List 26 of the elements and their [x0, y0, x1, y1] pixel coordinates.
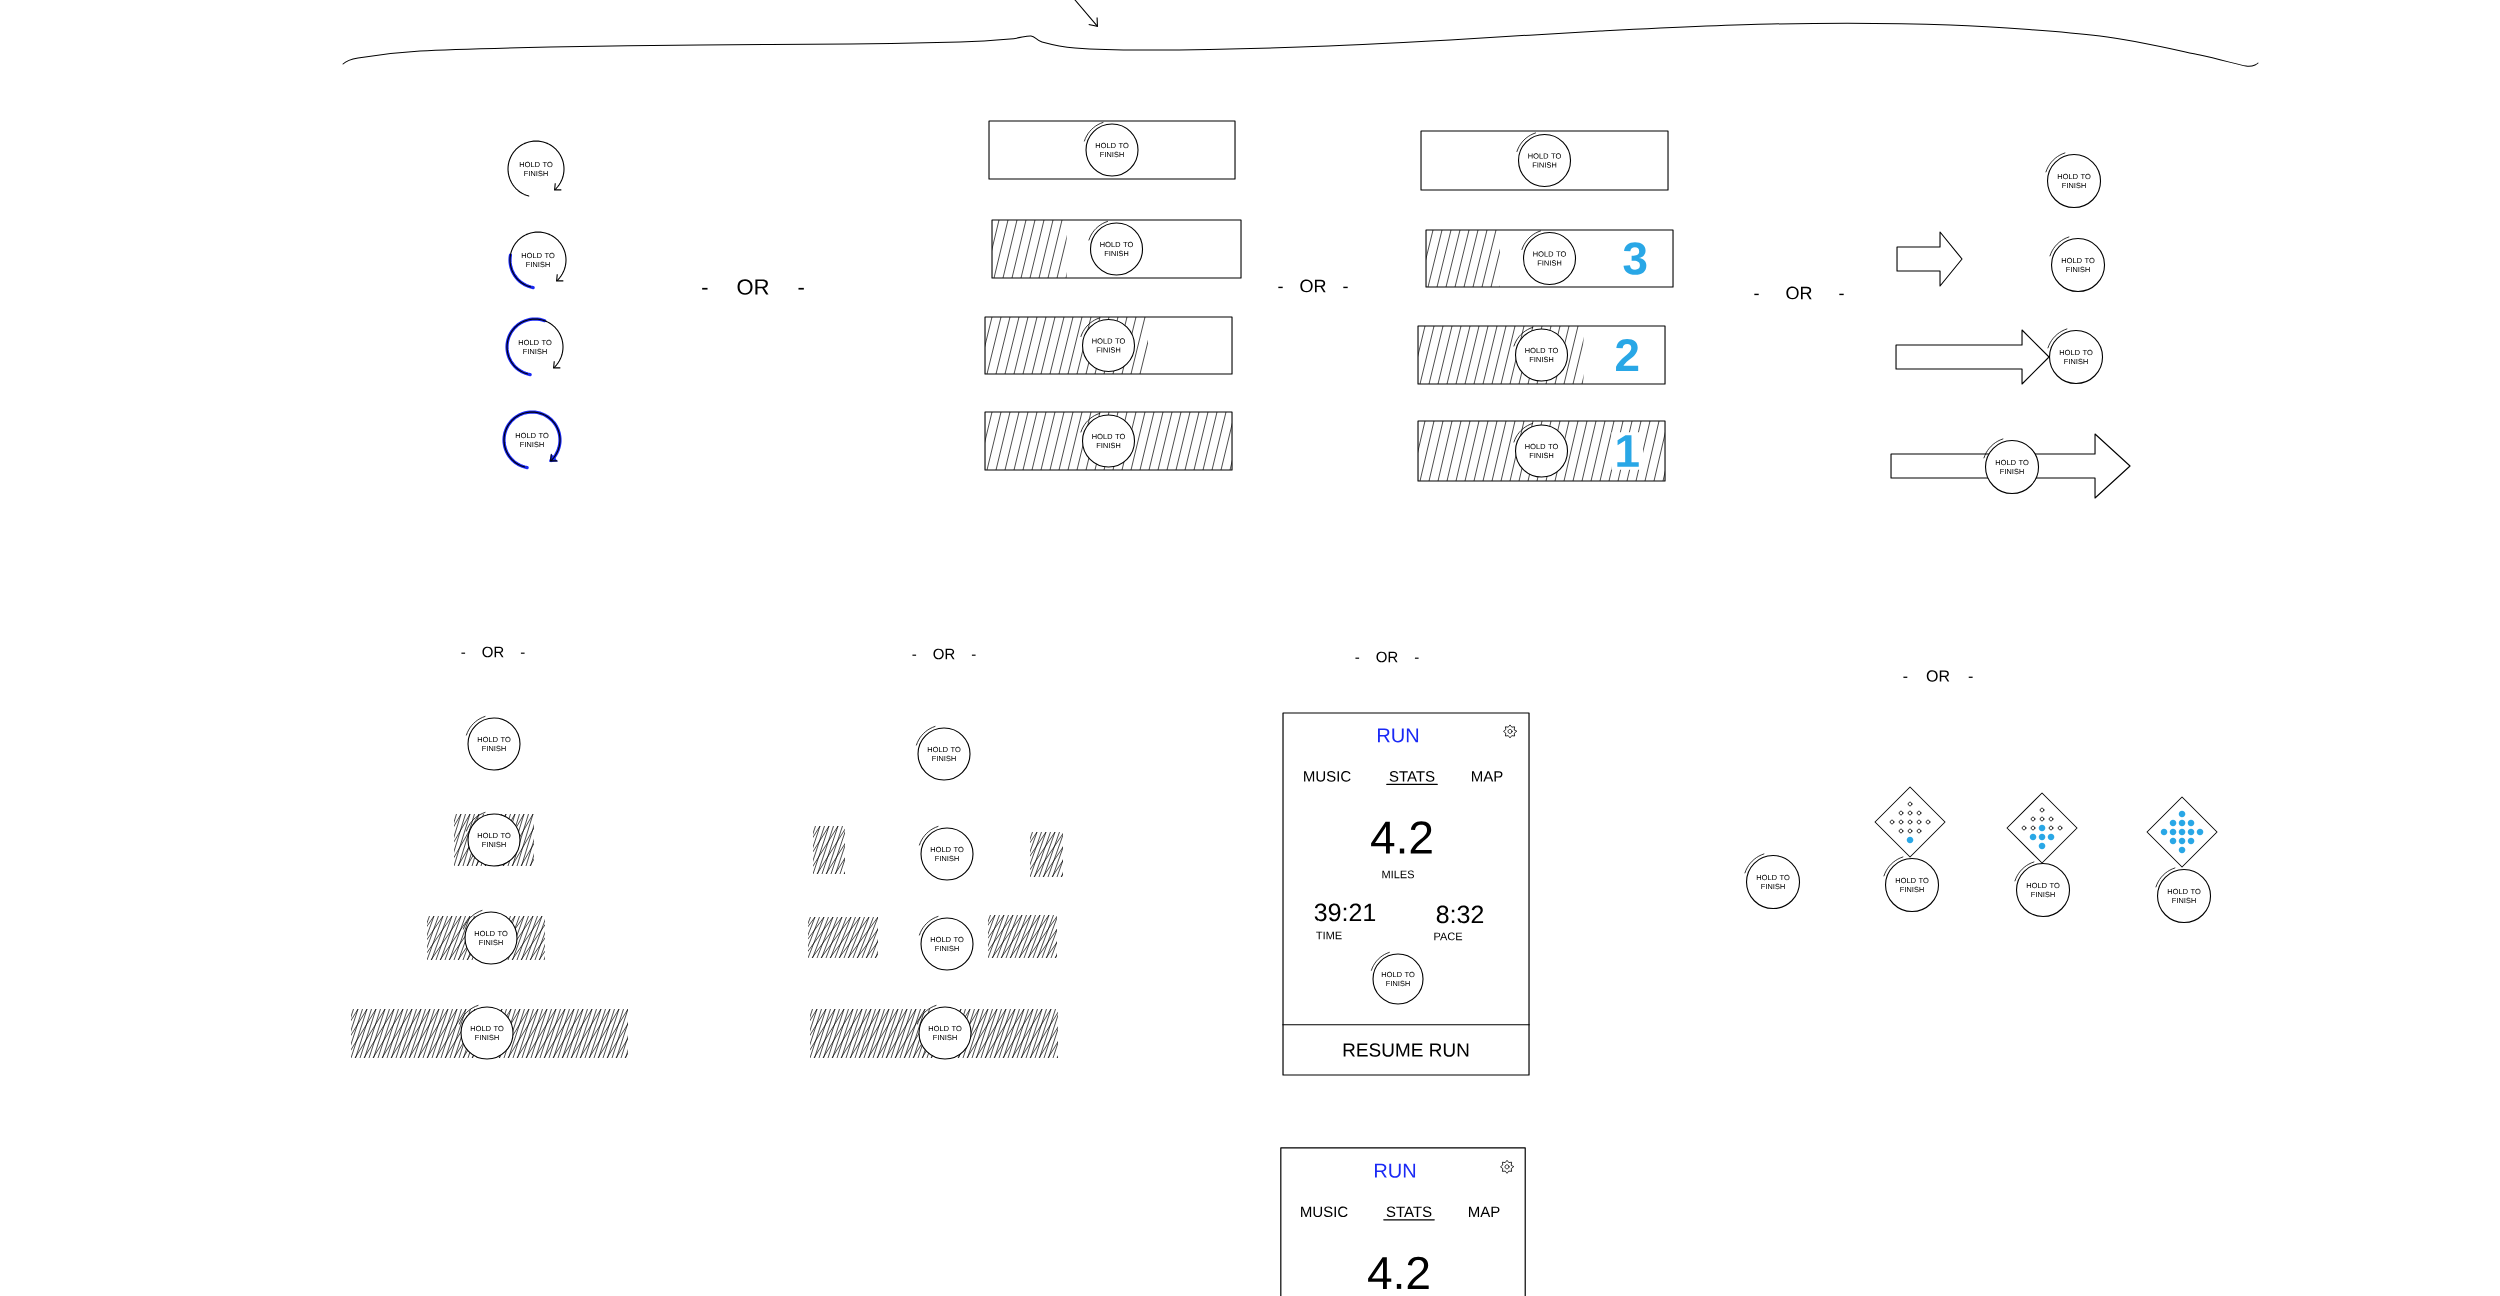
- stat-label: TIME: [1316, 931, 1342, 940]
- stat-value: 39:21: [1314, 903, 1376, 922]
- tab-label: MAP: [1472, 771, 1503, 782]
- or-label: - OR -: [1903, 670, 1973, 682]
- stat-value: 4.2: [1368, 1256, 1429, 1289]
- or-label: - OR -: [1278, 279, 1348, 293]
- or-label: - OR -: [1754, 286, 1844, 300]
- or-label: - OR -: [461, 646, 525, 658]
- progress-bar: [1420, 130, 1669, 191]
- stat-label: PACE: [1434, 932, 1463, 941]
- tab-label: MAP: [1469, 1206, 1500, 1217]
- stat-label: MILES: [1382, 870, 1414, 879]
- progress-bar: [988, 120, 1236, 180]
- resume-button: RESUME RUN: [1282, 1024, 1530, 1057]
- app-title: RUN: [1378, 728, 1419, 743]
- stat-value: 8:32: [1436, 905, 1484, 924]
- tab-label: STATS: [1389, 771, 1435, 782]
- tab-label: MUSIC: [1301, 1206, 1348, 1218]
- app-title: RUN: [1375, 1163, 1416, 1178]
- progress-bar: [991, 219, 1242, 279]
- or-label: - OR -: [1355, 651, 1419, 663]
- tab-label: MUSIC: [1304, 771, 1351, 782]
- or-label: - OR -: [912, 648, 976, 660]
- stat-value: 4.2: [1371, 821, 1432, 854]
- or-label: - OR -: [702, 279, 804, 295]
- tab-label: STATS: [1386, 1206, 1432, 1218]
